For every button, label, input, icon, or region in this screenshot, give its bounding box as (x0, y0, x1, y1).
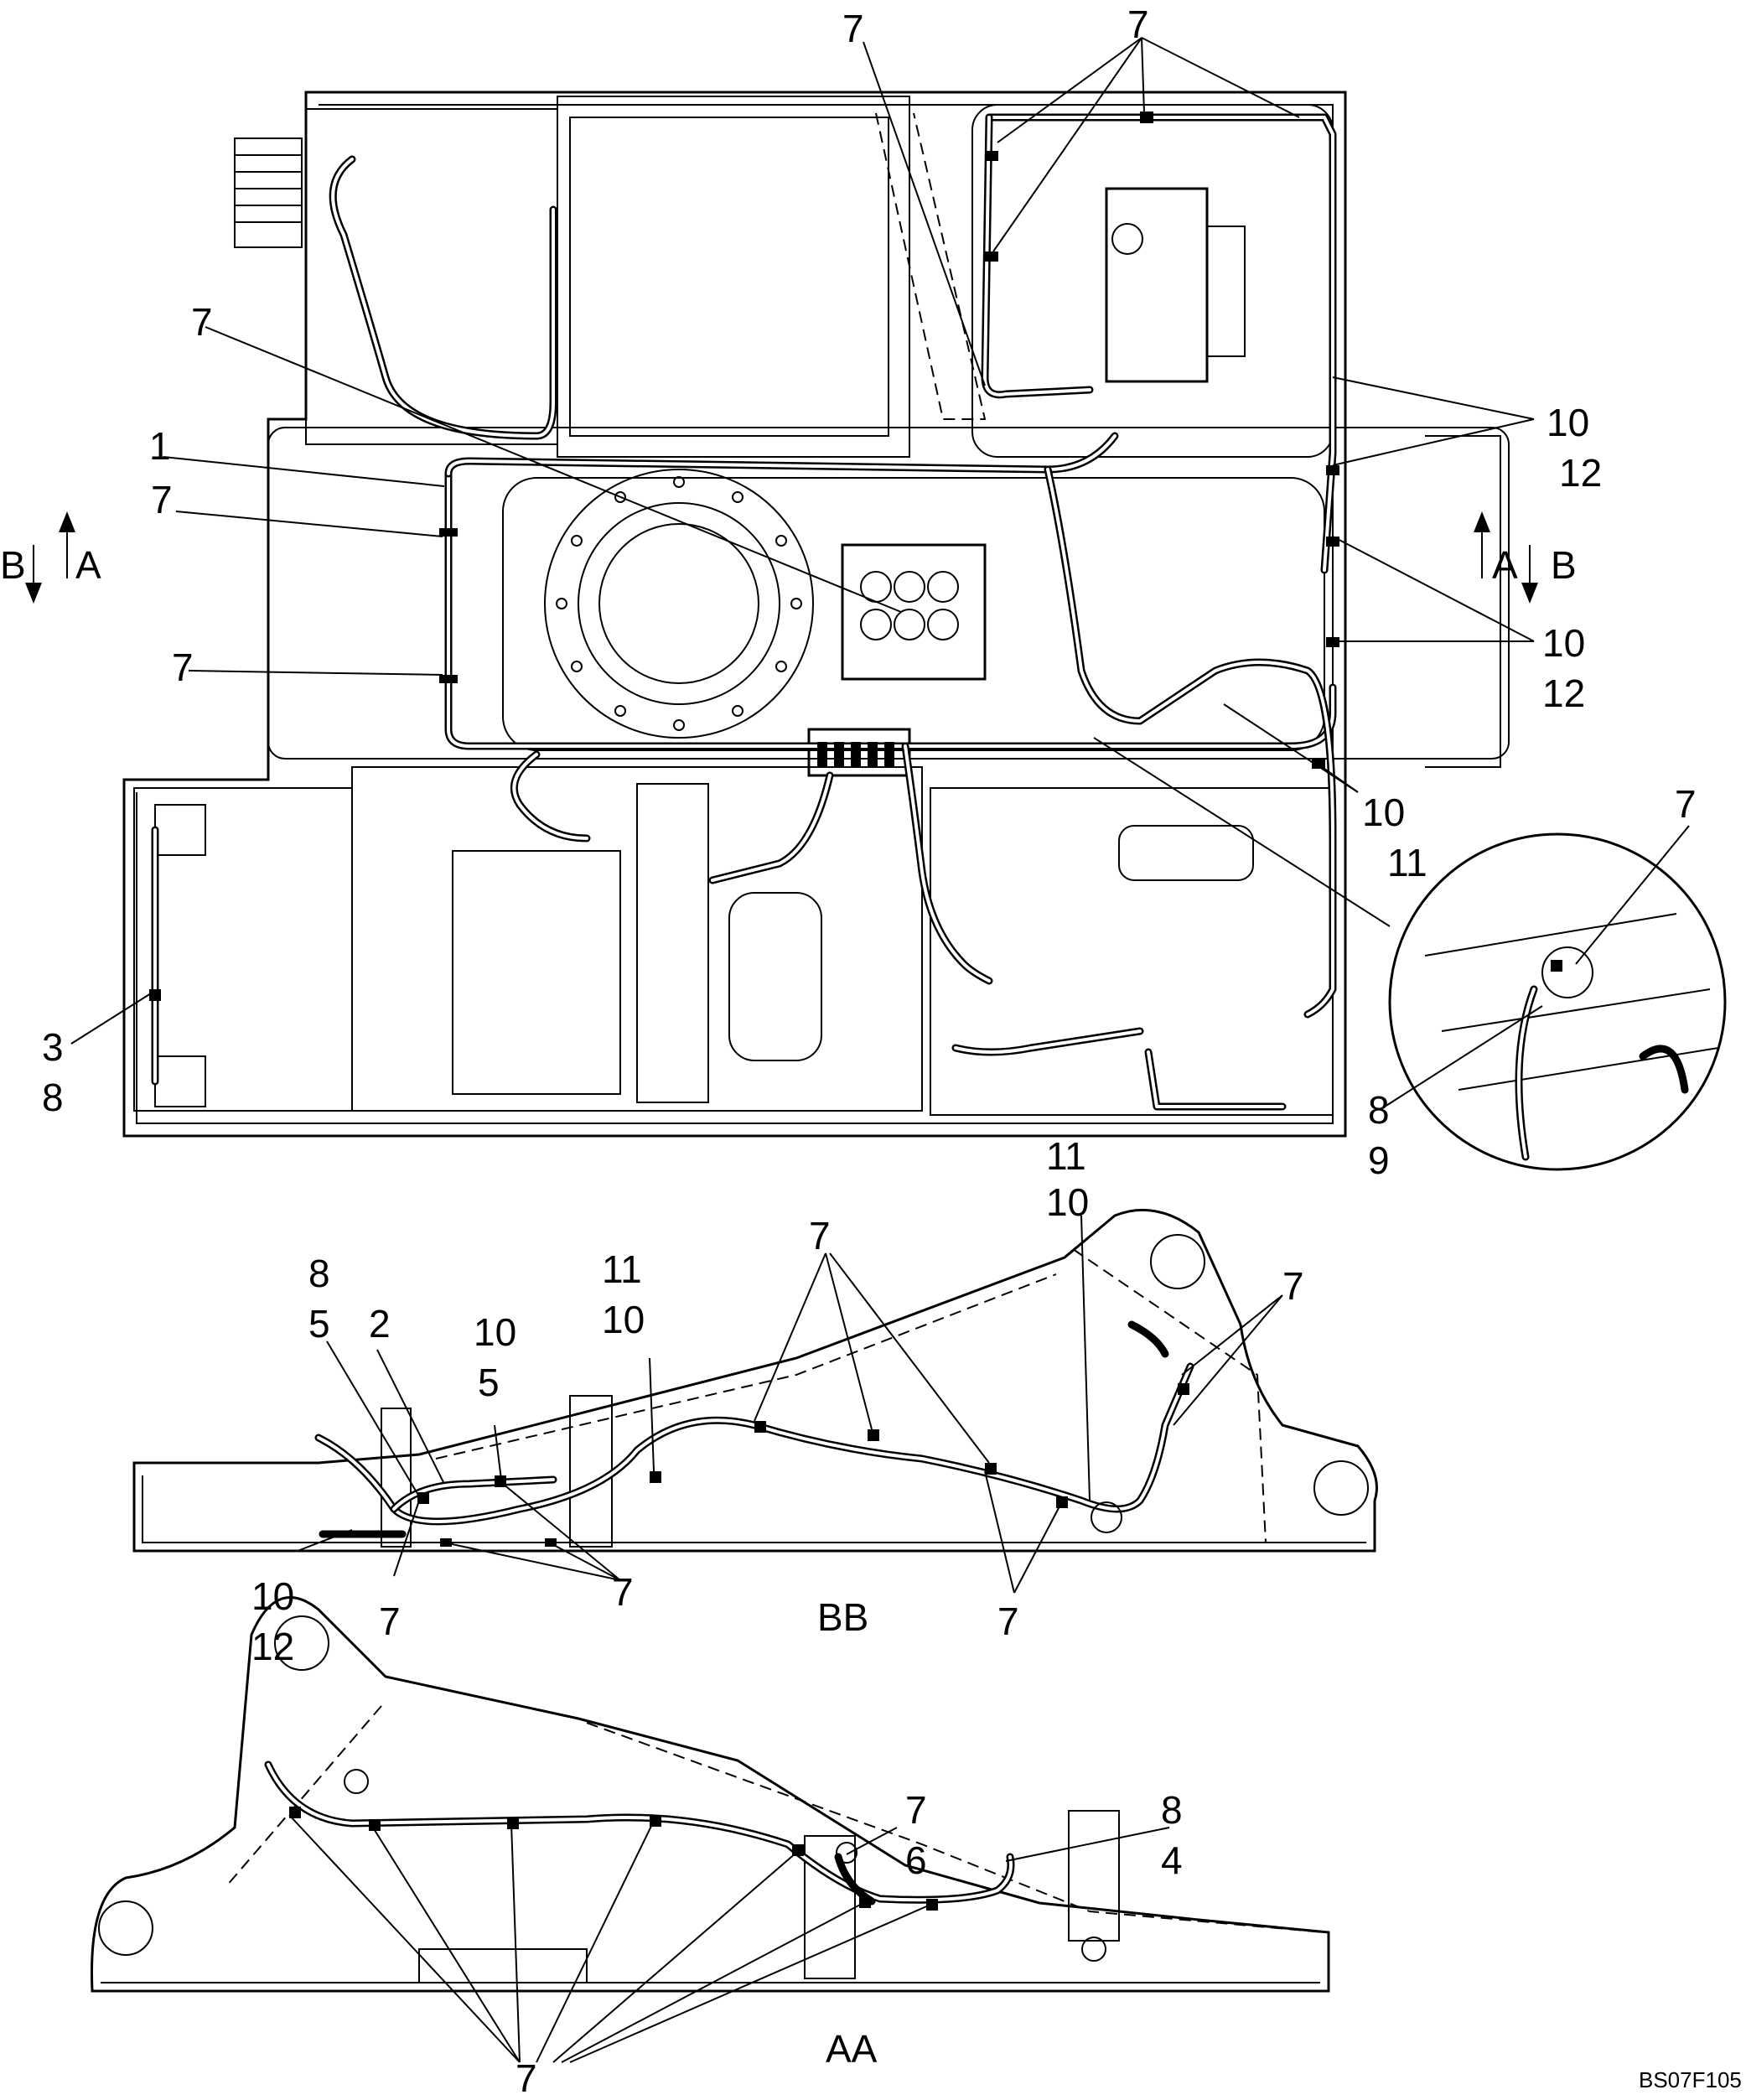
figure-code: BS07F105 (1639, 2067, 1742, 2092)
callout-8: 8 (1368, 1088, 1390, 1132)
callout-7: 7 (905, 1788, 927, 1832)
terminal-strip (817, 742, 894, 767)
section-mark-b-left: B (0, 543, 26, 587)
main-harness-top (151, 113, 1337, 1111)
callout-10: 10 (1046, 1180, 1089, 1224)
front-left-compartment (133, 787, 353, 1112)
section-mark-labels: B A A B (0, 543, 1577, 587)
callout-7: 7 (516, 2056, 537, 2100)
callout-10: 10 (1542, 621, 1585, 665)
detail-circle-view (1093, 737, 1727, 1171)
callout-8: 8 (42, 1076, 64, 1119)
callout-labels: 7 7 7 1 7 7 10 12 10 12 10 11 7 3 8 8 9 … (42, 3, 1697, 2100)
bb-pivot-lower (1313, 1460, 1369, 1516)
aa-pivot-upper (274, 1615, 329, 1671)
callout-7: 7 (379, 1600, 401, 1643)
callout-4: 4 (1161, 1838, 1183, 1882)
callout-7: 7 (1675, 782, 1697, 826)
callout-2: 2 (369, 1302, 391, 1346)
ring-bolt-holes (556, 476, 802, 731)
right-rear-compartment (971, 104, 1334, 458)
control-valve-block (841, 543, 987, 681)
callout-3: 3 (42, 1025, 64, 1069)
callout-7: 7 (172, 646, 194, 689)
callout-10: 10 (251, 1574, 294, 1618)
callout-5: 5 (308, 1302, 330, 1346)
callout-11: 11 (1387, 841, 1427, 884)
bb-clamps (417, 1383, 1189, 1547)
view-aa (91, 1596, 1330, 1993)
callout-12: 12 (251, 1625, 294, 1668)
view-label-bb: BB (817, 1595, 868, 1639)
front-right-compartment (930, 787, 1334, 1116)
callout-7: 7 (842, 7, 864, 50)
bb-pivot-upper (1150, 1234, 1205, 1289)
section-mark-a-left: A (75, 543, 101, 587)
callout-5: 5 (478, 1361, 500, 1404)
callout-10: 10 (1362, 791, 1405, 834)
callout-7: 7 (1282, 1264, 1304, 1308)
callout-11: 11 (602, 1247, 642, 1291)
section-arrow-right (1474, 511, 1538, 604)
section-mark-a-right: A (1492, 543, 1518, 587)
center-frame-plate (502, 477, 1325, 751)
radiator-fins (235, 154, 302, 223)
boom-outline-dashed (875, 112, 987, 420)
radiator-grille (234, 137, 303, 248)
callout-7: 7 (612, 1570, 634, 1614)
callout-12: 12 (1542, 671, 1585, 715)
hydraulic-pump (1105, 187, 1209, 383)
section-arrow-left (25, 511, 75, 604)
center-rear-compartment (557, 96, 910, 458)
bb-harness (314, 1320, 1194, 1538)
callout-10: 10 (602, 1298, 645, 1341)
aa-pivot-lower (98, 1900, 153, 1956)
callout-10: 10 (474, 1310, 516, 1354)
callout-8: 8 (1161, 1788, 1183, 1832)
callout-7: 7 (809, 1214, 831, 1257)
swing-bearing-ring (544, 469, 814, 739)
callout-7: 7 (1127, 3, 1149, 46)
view-label-aa: AA (826, 2027, 878, 2071)
callout-11: 11 (1046, 1134, 1086, 1178)
aa-frame-outline (91, 1596, 1330, 1993)
section-mark-b-right: B (1551, 543, 1577, 587)
valve-spools (860, 571, 959, 640)
callout-7: 7 (997, 1600, 1019, 1643)
chassis-frame-outline (122, 91, 1347, 1138)
harness-clamps-top (149, 111, 1339, 1001)
callout-8: 8 (308, 1252, 330, 1295)
callout-9: 9 (1368, 1138, 1390, 1182)
leader-lines (70, 37, 1690, 2063)
callout-10: 10 (1547, 401, 1589, 444)
callout-1: 1 (149, 424, 171, 468)
front-center-compartment (351, 766, 923, 1112)
top-plan-view (122, 91, 1510, 1138)
bb-frame-outline (132, 1208, 1378, 1553)
callout-12: 12 (1559, 451, 1602, 495)
callout-7: 7 (191, 300, 213, 344)
aa-harness (264, 1760, 1015, 1906)
left-rear-compartment (305, 108, 558, 445)
callout-6: 6 (905, 1838, 927, 1882)
callout-7: 7 (151, 478, 173, 521)
